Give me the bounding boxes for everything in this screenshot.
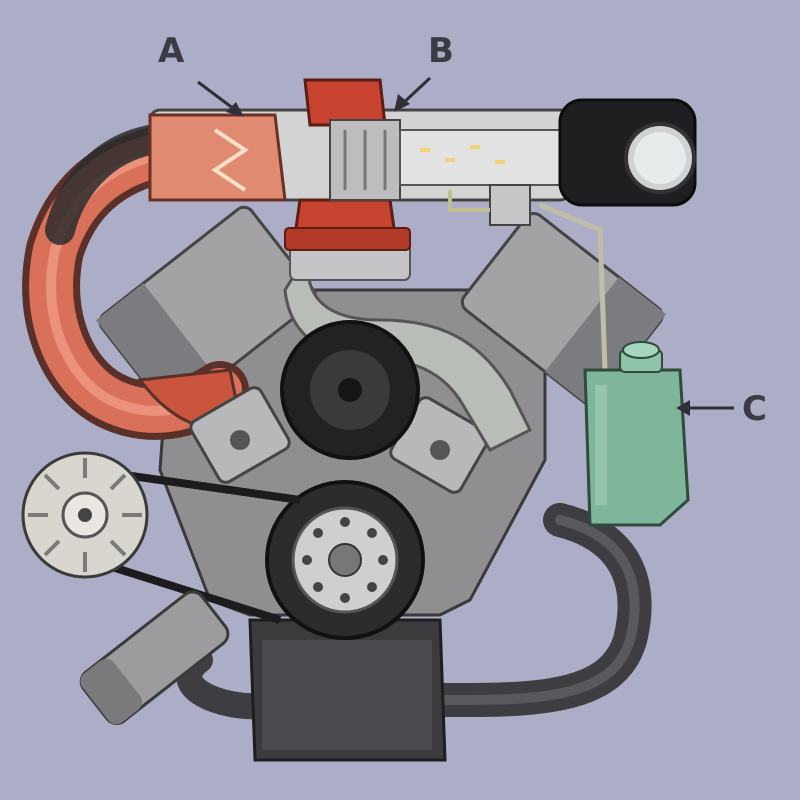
- starter-motor: [79, 590, 230, 725]
- oil-pan-face: [262, 640, 432, 750]
- crank-bolt: [328, 543, 362, 577]
- intake-tract: [399, 129, 561, 186]
- intake-airflow: [420, 145, 505, 164]
- arrow-left-icon: [676, 400, 734, 416]
- oil-return-pipe-highlight: [435, 515, 640, 705]
- turbine-section: [148, 113, 287, 202]
- fuel-line: [448, 190, 490, 212]
- dark-pipe-rear: [45, 125, 165, 245]
- arrow-down-left-icon: [394, 76, 432, 112]
- callout-label-a: A: [158, 31, 185, 71]
- cam-gear-center: [338, 378, 362, 402]
- oil-feed-line: [539, 202, 608, 371]
- arrow-down-right-icon: [197, 80, 244, 117]
- turbo-housing-top: [303, 78, 387, 127]
- crank-pulley-holes: [302, 517, 388, 603]
- carburetor: [489, 184, 531, 226]
- air-cleaner-inlet-inner: [634, 132, 686, 184]
- alternator-hub: [78, 508, 92, 522]
- callout-label-c: C: [742, 389, 767, 429]
- compressor-blades: [343, 130, 387, 190]
- left-piston: [189, 386, 291, 484]
- reservoir-highlight: [595, 385, 607, 505]
- callout-label-b: B: [428, 31, 454, 71]
- turbo-flange: [284, 227, 411, 251]
- turbine-blades: [211, 128, 249, 192]
- alternator-fins: [28, 458, 142, 572]
- exhaust-pipe-highlight: [46, 143, 265, 416]
- reservoir-cap-top: [622, 341, 660, 359]
- oil-reservoir: [583, 368, 690, 527]
